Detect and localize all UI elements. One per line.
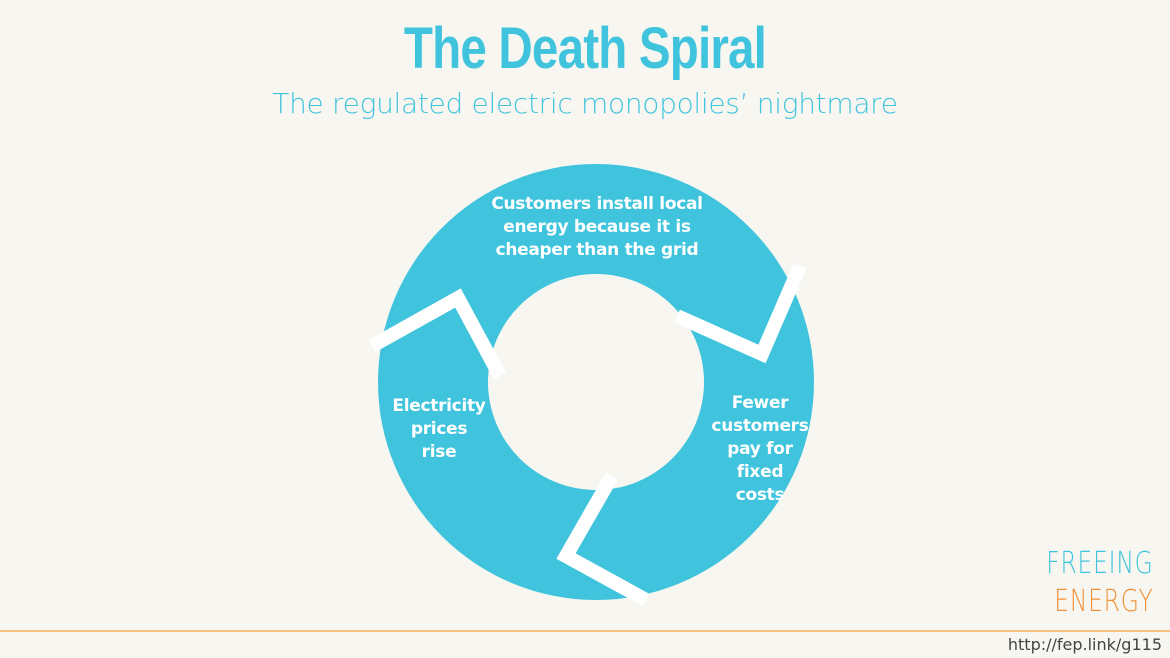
chevron-arrow-bottom-icon <box>556 472 650 607</box>
step-electricity-prices-rise: Electricity prices rise <box>392 396 486 462</box>
step-customers-install-local-energy: Customers install local energy because i… <box>491 194 703 260</box>
freeing-energy-logo: FREEING ENERGY <box>1016 545 1154 621</box>
step-fewer-customers-pay: Fewer customers pay for fixed costs <box>711 393 809 505</box>
page-title: The Death Spiral <box>403 16 767 81</box>
chevron-arrow-left-icon <box>368 288 507 380</box>
logo-energy: ENERGY <box>1054 584 1154 619</box>
cycle-ring <box>378 164 814 600</box>
footer-divider <box>0 630 1170 632</box>
source-link[interactable]: http://fep.link/g115 <box>1007 635 1162 654</box>
logo-freeing: FREEING <box>1046 546 1154 581</box>
page-subtitle: The regulated electric monopolies’ night… <box>272 87 898 120</box>
cycle-arrow-gaps <box>368 263 807 607</box>
chevron-arrow-right-icon <box>674 263 807 364</box>
